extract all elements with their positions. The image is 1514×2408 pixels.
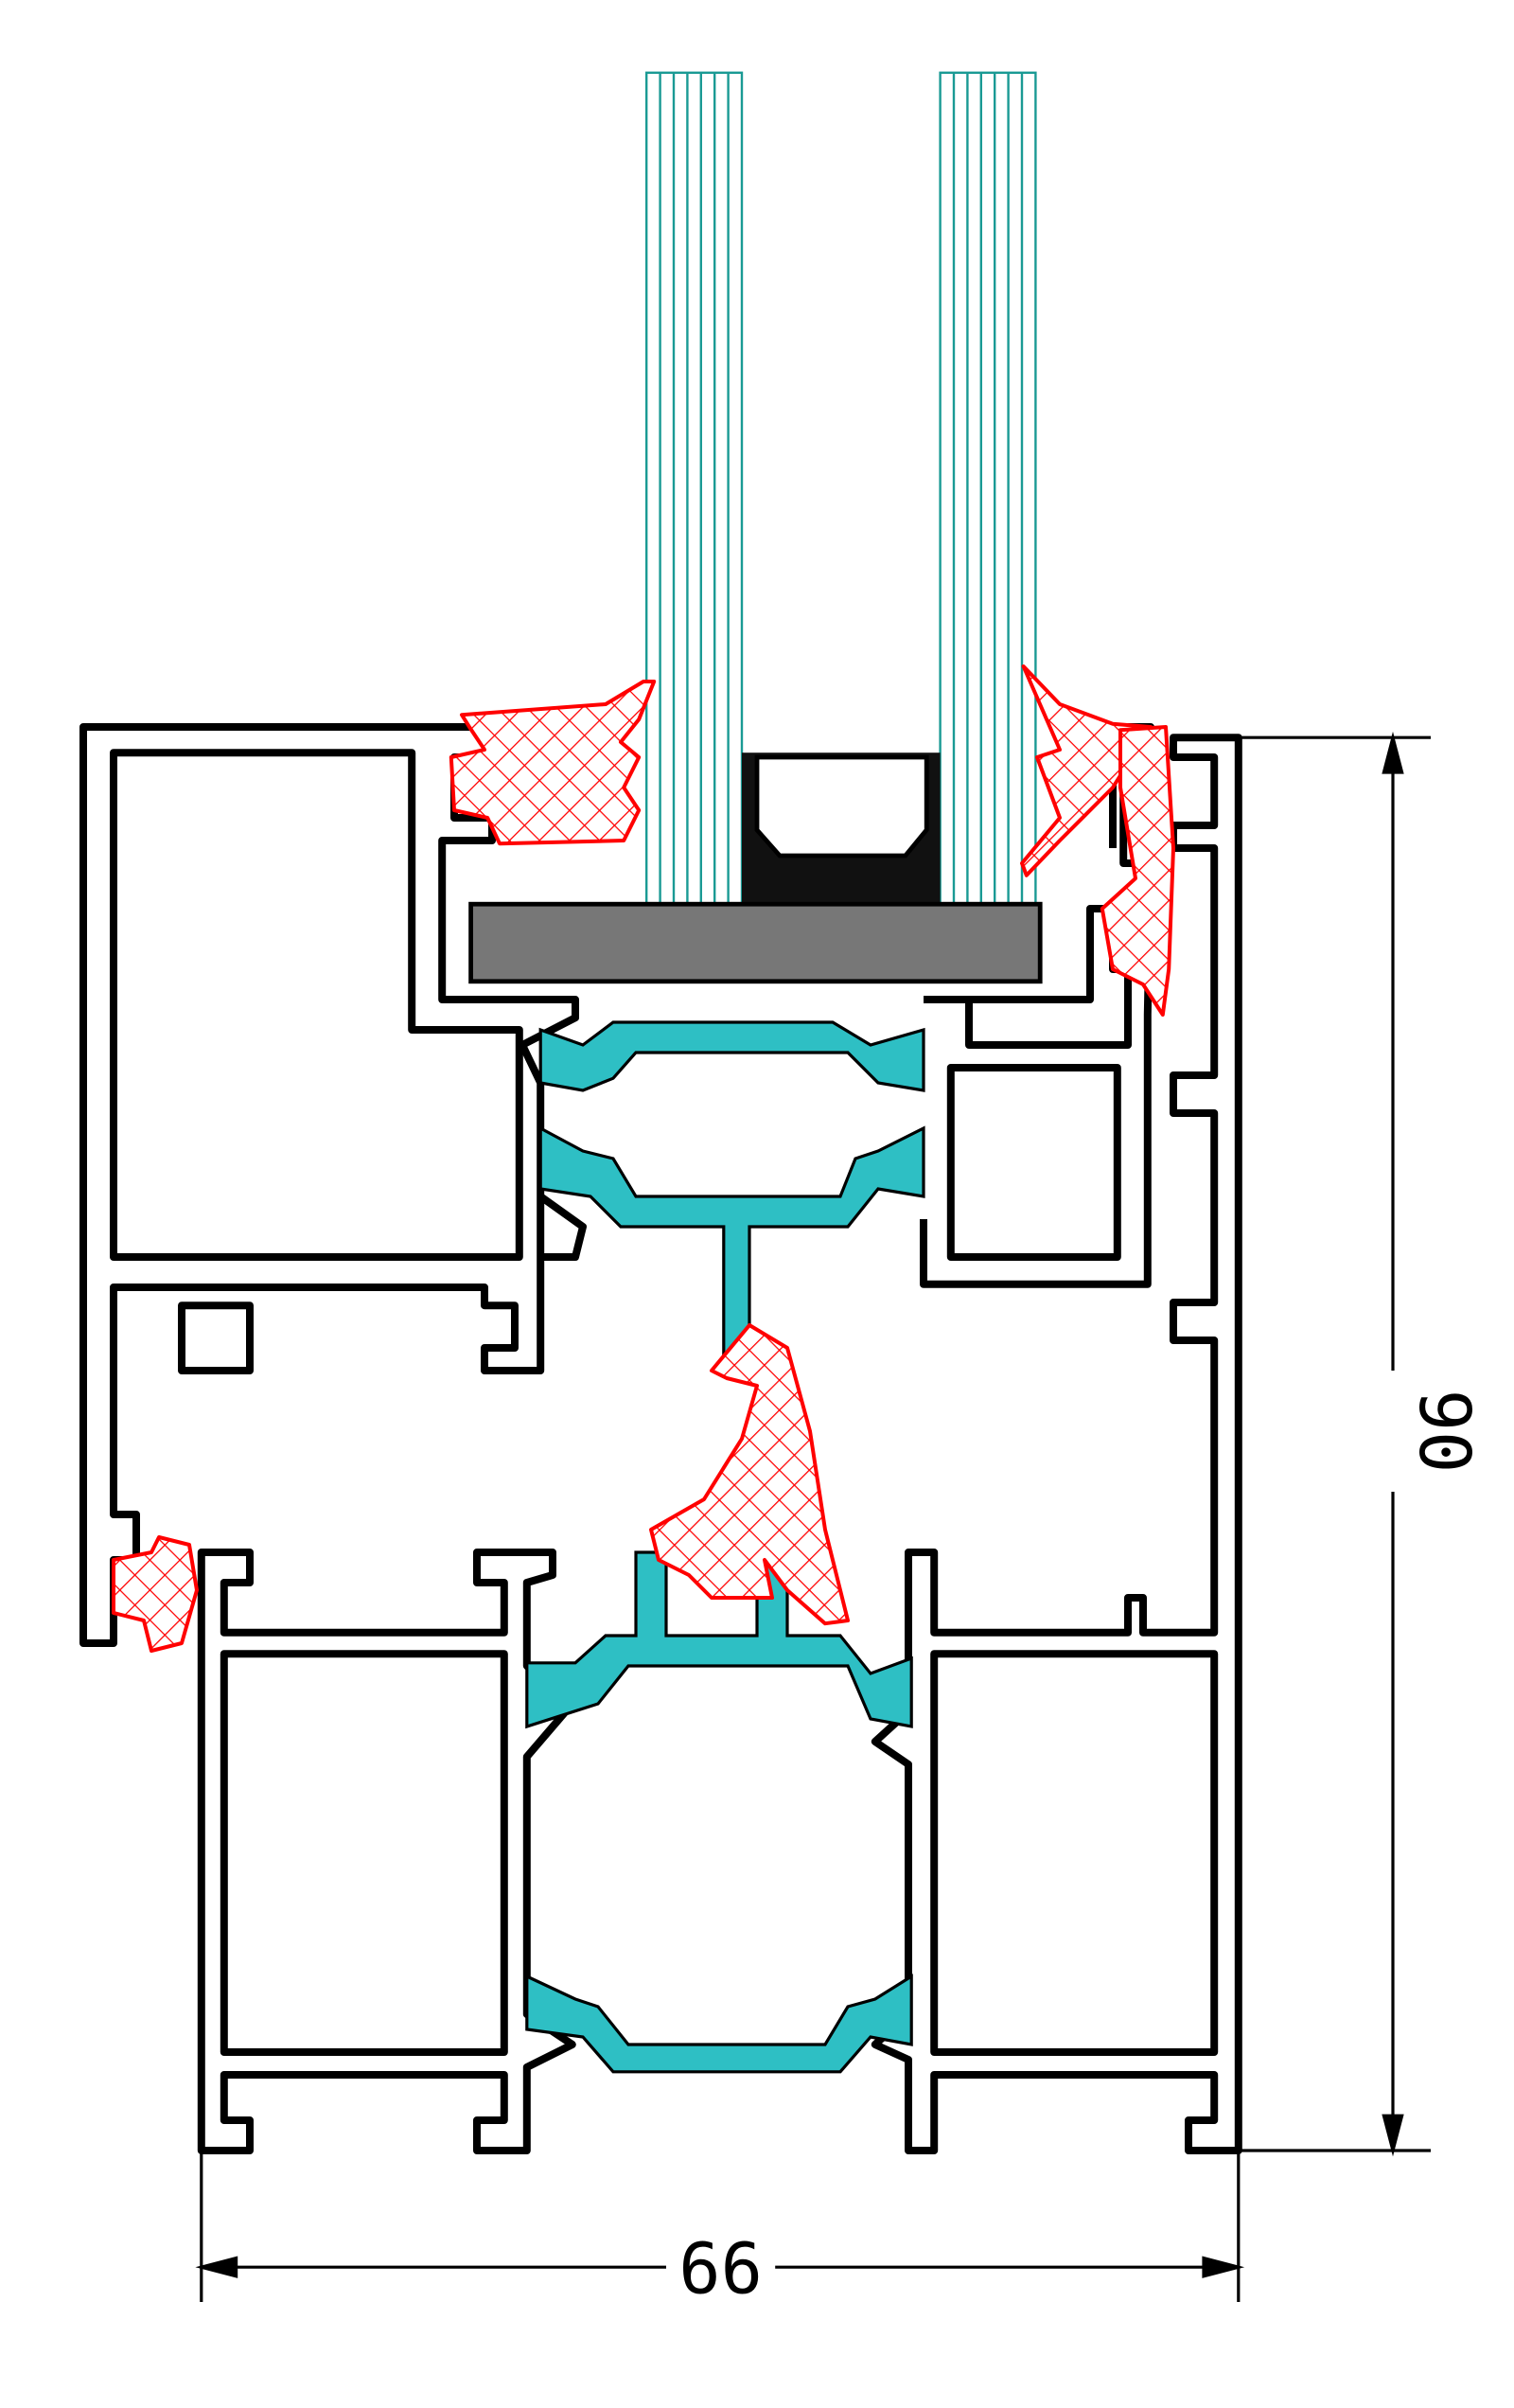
gasket-center [649,1323,850,1626]
gaskets [112,664,1175,1653]
glass-pane-left [645,71,744,906]
dimension-height [1238,731,1431,2157]
glass-spacer [742,752,941,905]
dimension-width-label: 66 [678,2229,763,2310]
gasket-frame-right [1100,725,1175,1017]
gasket-sash-left [112,1535,199,1653]
dimension-width [195,2151,1245,2302]
gasket-glazing-left [449,680,657,846]
glass-pane-right [939,71,1037,906]
dimension-height-label: 90 [1403,1390,1484,1474]
thermal-break-upper [538,1020,925,1366]
gasket-glazing-right [1020,664,1153,877]
frame-profile [197,734,1242,2154]
thermal-break-lower [525,1550,913,2074]
glazing-block [468,901,1043,984]
